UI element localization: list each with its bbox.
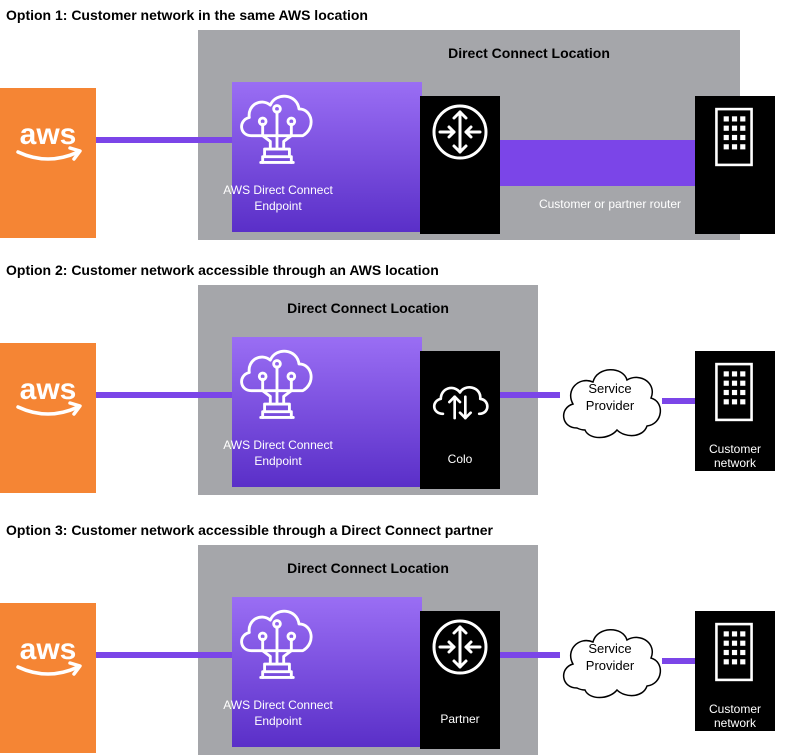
service-provider-label: Service: [588, 641, 631, 656]
endpoint-label: AWS Direct Connect: [223, 438, 333, 452]
option-title: Option 2: Customer network accessible th…: [6, 262, 439, 278]
endpoint-label: AWS Direct Connect: [223, 183, 333, 197]
option-title: Option 1: Customer network in the same A…: [6, 7, 368, 23]
customer-network-label: network: [714, 456, 757, 470]
endpoint-label: Endpoint: [254, 454, 302, 468]
endpoint-label: AWS Direct Connect: [223, 698, 333, 712]
router-icon: [432, 619, 488, 675]
aws-region-block: [0, 343, 96, 493]
option-1: Option 1: Customer network in the same A…: [0, 7, 775, 240]
customer-network-box: [695, 611, 775, 731]
location-label: Direct Connect Location: [287, 300, 449, 316]
option-title: Option 3: Customer network accessible th…: [6, 522, 494, 538]
router-icon: [432, 104, 488, 160]
customer-network-box: [695, 351, 775, 471]
aws-region-block: [0, 603, 96, 753]
option-3: Option 3: Customer network accessible th…: [0, 522, 775, 755]
middle-label: Partner: [440, 712, 479, 726]
middle-box: [420, 351, 500, 489]
service-provider-label: Provider: [586, 658, 635, 673]
location-label: Direct Connect Location: [448, 45, 610, 61]
location-label: Direct Connect Location: [287, 560, 449, 576]
customer-network-label: Customer: [709, 442, 761, 456]
aws-region-block: [0, 88, 96, 238]
cross-connect-link: [500, 140, 695, 186]
endpoint-label: Endpoint: [254, 199, 302, 213]
option-2: Option 2: Customer network accessible th…: [0, 262, 775, 495]
customer-network-label: network: [714, 716, 757, 730]
endpoint-label: Endpoint: [254, 714, 302, 728]
service-provider-label: Provider: [586, 398, 635, 413]
customer-network-label: Customer: [709, 702, 761, 716]
middle-label: Colo: [448, 452, 473, 466]
service-provider-label: Service: [588, 381, 631, 396]
middle-label: Customer or partner router: [539, 197, 681, 211]
